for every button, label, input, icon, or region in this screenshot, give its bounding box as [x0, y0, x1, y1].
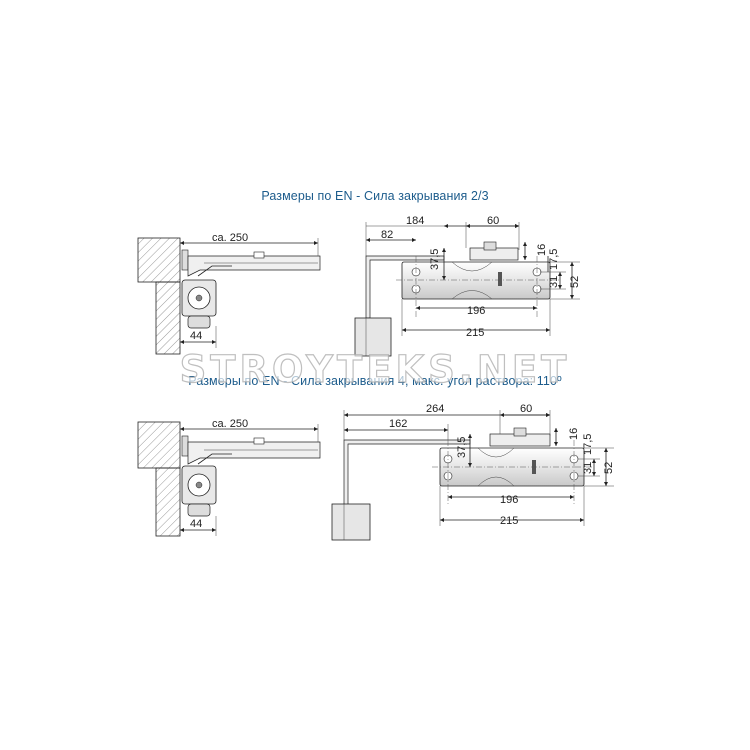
dim-arm-reach: 264 [426, 403, 444, 415]
top-plan-view: 184 82 60 196 215 37,5 16 17,5 31 52 [354, 215, 581, 357]
door-section [155, 281, 181, 355]
dim-height-31: 31 [548, 276, 560, 288]
dim-height-52: 52 [603, 462, 615, 474]
bottom-side-view: ca. 250 44 [137, 418, 321, 537]
dim-body-length: 215 [500, 515, 518, 527]
dim-arm-length: ca. 250 [212, 418, 248, 430]
dim-height-31: 31 [582, 462, 594, 474]
hinge [331, 503, 371, 541]
dim-arm-length: ca. 250 [212, 232, 248, 244]
dim-body-offset: 44 [190, 518, 202, 530]
watermark: STROYTEKS.NET [179, 347, 571, 391]
closer-body [401, 261, 551, 300]
frame-section [137, 237, 181, 283]
dim-axis-distance: 196 [467, 305, 485, 317]
diagram-title-bottom: Размеры по EN - Сила закрывания 4, макс.… [188, 374, 562, 388]
door-section [155, 467, 181, 537]
dim-height-175: 17,5 [548, 249, 560, 270]
dim-bracket-height: 16 [568, 428, 580, 440]
dim-arm-reach: 184 [406, 215, 424, 227]
frame-section [137, 421, 181, 469]
top-side-view: ca. 250 44 [137, 232, 321, 355]
dim-height-375: 37,5 [429, 249, 441, 270]
dim-axis-distance: 196 [500, 494, 518, 506]
dim-body-offset: 44 [190, 330, 202, 342]
dim-height-175: 17,5 [582, 434, 594, 455]
dim-bracket-width: 60 [487, 215, 499, 227]
diagram-title-top: Размеры по EN - Сила закрывания 2/3 [261, 189, 489, 203]
dim-height-52: 52 [569, 276, 581, 288]
dim-arm-reach-short: 82 [381, 229, 393, 241]
dim-bracket-height: 16 [536, 244, 548, 256]
bottom-plan-view: 264 162 60 196 215 37,5 16 17,5 31 52 [331, 403, 615, 541]
dim-height-375: 37,5 [456, 437, 468, 458]
dim-bracket-width: 60 [520, 403, 532, 415]
hinge [354, 317, 392, 357]
dim-body-length: 215 [466, 327, 484, 339]
dim-arm-reach-short: 162 [389, 418, 407, 430]
